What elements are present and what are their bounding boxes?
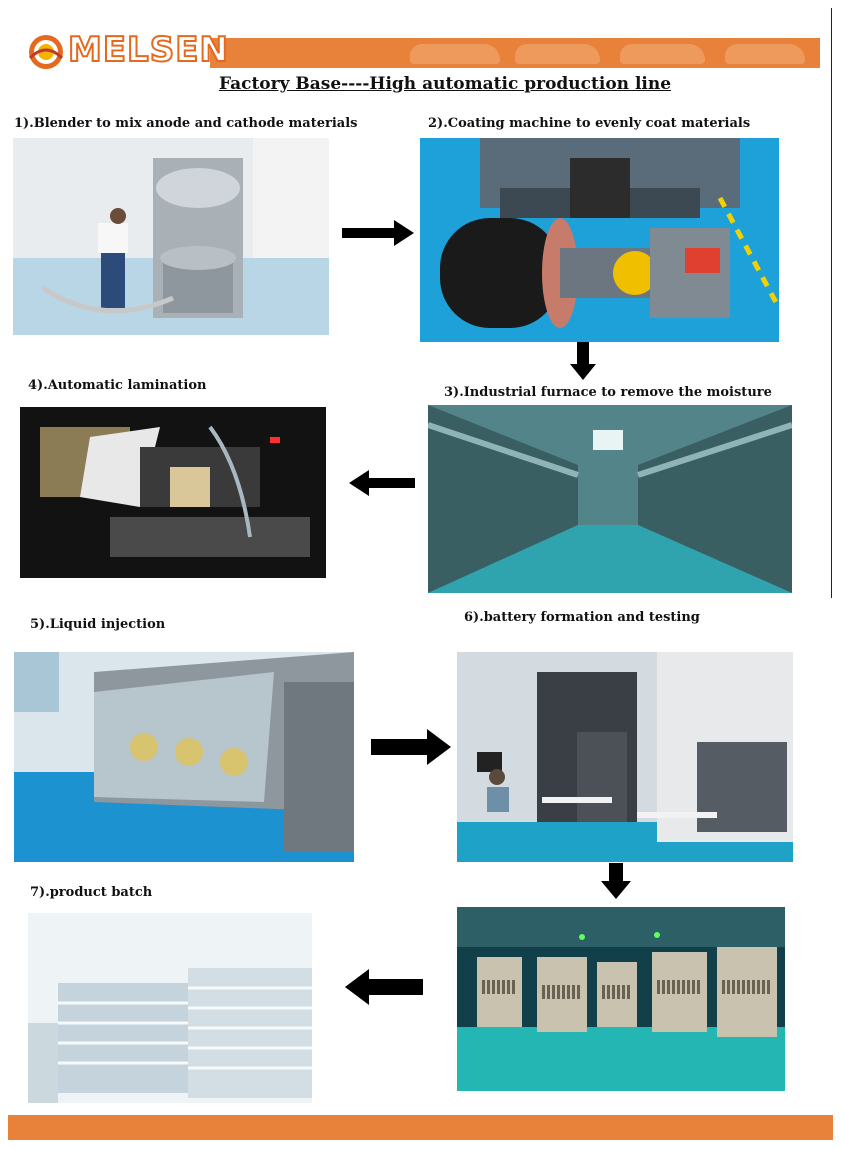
photo-coating-machine [420, 138, 779, 342]
photo-liquid-injection [14, 652, 354, 862]
arrow-down-icon [601, 863, 631, 899]
page-border-line [831, 8, 832, 598]
arrow-down-icon [570, 342, 596, 380]
step-label-blender: 1).Blender to mix anode and cathode mate… [14, 116, 358, 131]
header-banner [210, 38, 820, 68]
step-label-injection: 5).Liquid injection [30, 617, 166, 632]
arrow-right-icon [371, 729, 451, 765]
photo-product-batch [28, 913, 312, 1103]
brand-name: MELSEN [67, 29, 229, 71]
photo-blender [13, 138, 329, 335]
arrow-right-icon [342, 220, 414, 246]
step-label-lamination: 4).Automatic lamination [28, 378, 207, 393]
step-label-product: 7).product batch [30, 885, 153, 900]
photo-lamination [20, 407, 326, 578]
melsen-logo: MELSEN [26, 29, 229, 74]
photo-furnace [428, 405, 792, 593]
arrow-left-icon [345, 969, 423, 1005]
step-label-coating: 2).Coating machine to evenly coat materi… [428, 116, 751, 131]
step-label-furnace: 3).Industrial furnace to remove the mois… [444, 385, 772, 400]
footer-bar [8, 1115, 833, 1140]
photo-formation-testing [457, 652, 793, 862]
photo-aging-cabinets [457, 907, 785, 1091]
step-label-formation: 6).battery formation and testing [464, 610, 700, 625]
car-silhouette [410, 44, 500, 64]
car-silhouette [620, 44, 705, 64]
sun-logo-icon [28, 35, 64, 69]
page-title: Factory Base----High automatic productio… [218, 74, 672, 94]
car-silhouette [515, 44, 600, 64]
car-silhouette [725, 44, 805, 64]
arrow-left-icon [349, 470, 415, 496]
